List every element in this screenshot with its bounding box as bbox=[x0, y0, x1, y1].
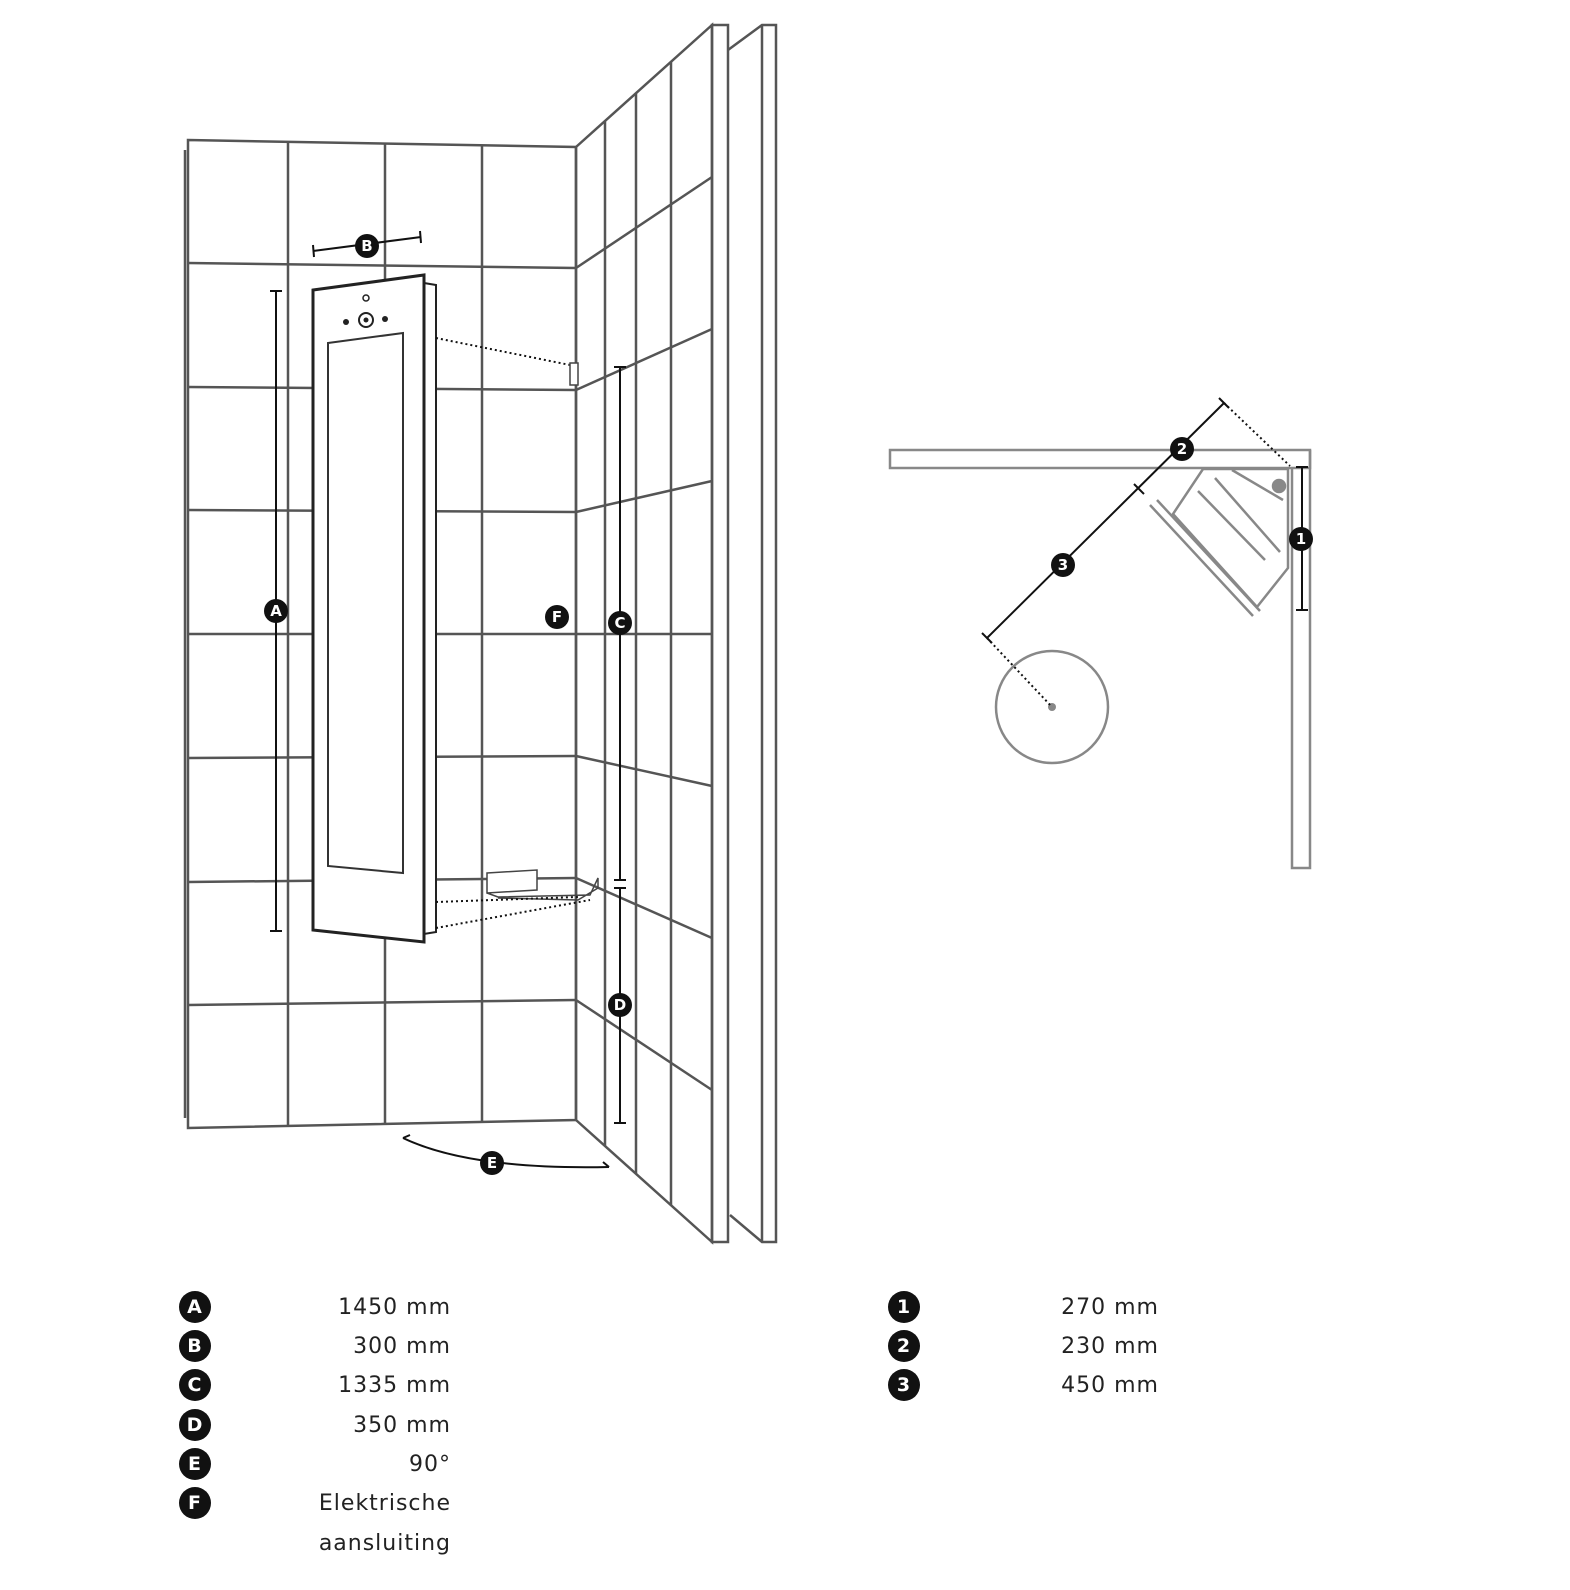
legend-key: 1 bbox=[888, 1291, 920, 1323]
badge-E: E bbox=[480, 1151, 504, 1175]
legend-value: 230 mm bbox=[1061, 1333, 1159, 1359]
badge-F: F bbox=[545, 605, 569, 629]
svg-text:2: 2 bbox=[1177, 440, 1187, 458]
legend-value: 270 mm bbox=[1061, 1294, 1159, 1320]
legend-value: 1450 mm bbox=[338, 1294, 451, 1320]
legend-value-cont: aansluiting bbox=[318, 1530, 451, 1556]
badge-2: 2 bbox=[1170, 437, 1194, 461]
svg-text:A: A bbox=[270, 602, 282, 620]
mounting-brackets bbox=[435, 337, 599, 929]
badge-A: A bbox=[264, 599, 288, 623]
heater-plan bbox=[1149, 467, 1290, 617]
legend-key: 2 bbox=[888, 1330, 920, 1362]
plan-view bbox=[888, 397, 1312, 870]
legend-value: 450 mm bbox=[1061, 1372, 1159, 1398]
legend-item-F-cont: aansluiting bbox=[179, 1528, 450, 1558]
legend-item-3: 3 450 mm bbox=[888, 1369, 1158, 1401]
badge-C: C bbox=[608, 611, 632, 635]
svg-text:1: 1 bbox=[1296, 530, 1306, 548]
legend-item-2: 2 230 mm bbox=[888, 1330, 1158, 1362]
legend-item-B: B 300 mm bbox=[179, 1330, 450, 1362]
svg-text:C: C bbox=[614, 614, 625, 632]
badge-B: B bbox=[355, 234, 379, 258]
badge-1: 1 bbox=[1289, 527, 1313, 551]
svg-text:3: 3 bbox=[1058, 556, 1068, 574]
svg-text:B: B bbox=[361, 237, 372, 255]
power-button-icon bbox=[358, 312, 374, 328]
legend-key: E bbox=[179, 1448, 211, 1480]
right-wall bbox=[574, 22, 778, 1245]
legend-item-E: E 90° bbox=[179, 1448, 450, 1480]
legend-key: F bbox=[179, 1487, 211, 1519]
legend-item-D: D 350 mm bbox=[179, 1409, 450, 1441]
legend-item-1: 1 270 mm bbox=[888, 1291, 1158, 1323]
legend-item-F: F Elektrische bbox=[179, 1487, 450, 1519]
legend-value: 300 mm bbox=[353, 1333, 451, 1359]
legend-key: B bbox=[179, 1330, 211, 1362]
legend-key: C bbox=[179, 1369, 211, 1401]
svg-text:E: E bbox=[487, 1154, 497, 1172]
legend-item-A: A 1450 mm bbox=[179, 1291, 450, 1323]
legend-item-C: C 1335 mm bbox=[179, 1369, 450, 1401]
badge-D: D bbox=[608, 993, 632, 1017]
svg-text:F: F bbox=[552, 608, 562, 626]
legend-value: 1335 mm bbox=[338, 1372, 451, 1398]
person-position bbox=[994, 649, 1110, 765]
legend-key: 3 bbox=[888, 1369, 920, 1401]
heater-panel bbox=[311, 273, 437, 944]
legend-key: D bbox=[179, 1409, 211, 1441]
legend-value: 350 mm bbox=[353, 1412, 451, 1438]
svg-text:D: D bbox=[614, 996, 626, 1014]
badge-3: 3 bbox=[1051, 553, 1075, 577]
legend-value: Elektrische bbox=[318, 1490, 451, 1516]
legend-value: 90° bbox=[409, 1451, 451, 1477]
legend-key: A bbox=[179, 1291, 211, 1323]
